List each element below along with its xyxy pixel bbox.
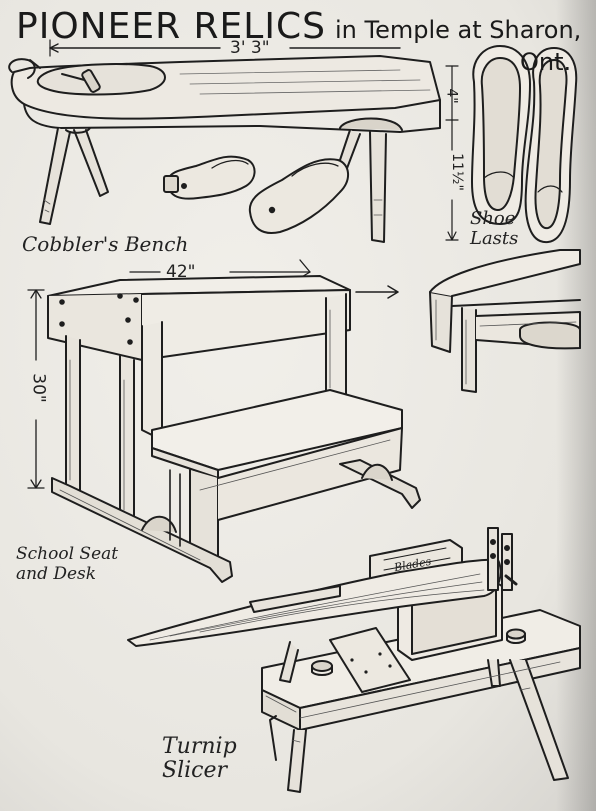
and-desk-label: and Desk xyxy=(16,564,97,584)
shoe-lasts-drawing xyxy=(445,45,578,244)
last-width-dimension: 4" xyxy=(443,88,460,104)
turnip-label: Turnip xyxy=(162,734,237,759)
school-desk-drawing xyxy=(27,249,581,583)
desk-height-dimension: 30" xyxy=(28,373,49,403)
page-title: PIONEER RELICS xyxy=(16,6,326,47)
shoe-label: Shoe xyxy=(470,208,516,229)
page-subtitle-location: Ont. xyxy=(520,48,572,76)
page-subtitle: in Temple at Sharon, xyxy=(335,16,582,44)
turnip-slicer-drawing xyxy=(127,527,581,793)
desk-width-dimension: 42" xyxy=(166,262,196,282)
school-seat-label: School Seat xyxy=(16,544,119,564)
lasts-label: Lasts xyxy=(470,228,519,249)
slicer-label: Slicer xyxy=(162,758,228,783)
cobblers-bench-drawing xyxy=(8,39,441,243)
bench-length-dimension: 3' 3" xyxy=(230,38,270,58)
last-length-dimension: 11½" xyxy=(448,153,465,191)
cobblers-bench-label: Cobbler's Bench xyxy=(22,232,189,256)
